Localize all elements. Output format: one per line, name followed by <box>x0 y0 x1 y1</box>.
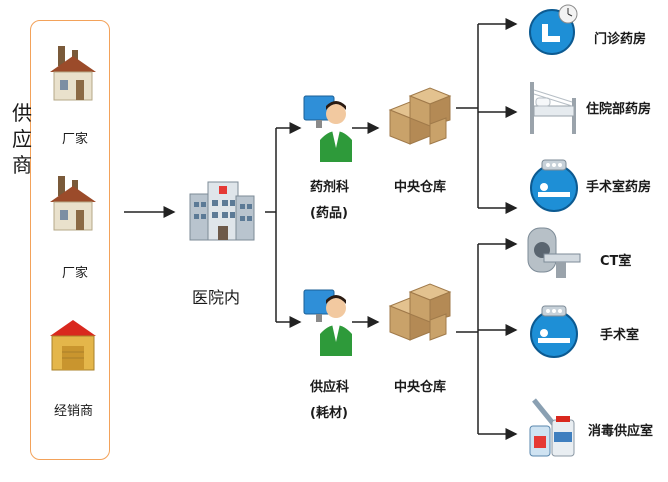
pharmacist-icon <box>303 95 352 162</box>
surgery-icon <box>530 305 578 358</box>
supplier-label-3: 经销商 <box>54 404 94 419</box>
factory-icon <box>50 176 96 231</box>
supplier-label-2: 厂家 <box>62 266 89 281</box>
department-2-name: 供应科 <box>310 380 350 395</box>
department-1-name: 药剂科 <box>310 180 350 195</box>
medicine-icon <box>529 398 575 457</box>
factory-icon <box>50 46 96 101</box>
arrow-hospital-fork <box>265 128 277 322</box>
warehouse-2-label: 中央仓库 <box>394 380 447 395</box>
surgery-icon <box>530 159 578 212</box>
destination-4-label: CT室 <box>600 254 632 269</box>
boxes-icon <box>388 283 452 341</box>
destination-6-label: 消毒供应室 <box>588 424 654 439</box>
hospital-building-icon <box>189 181 255 241</box>
supplier-group-box <box>30 20 110 460</box>
hospital-bed-icon <box>530 82 576 134</box>
outpatient-icon <box>529 4 578 55</box>
department-2-sub: (耗材) <box>310 406 348 421</box>
destination-3-label: 手术室药房 <box>586 180 652 195</box>
arrow-warehouse2-fork <box>456 244 479 434</box>
arrow-warehouse1-fork <box>456 24 479 208</box>
warehouse-1-label: 中央仓库 <box>394 180 447 195</box>
supplier-title: 供应商 <box>12 101 32 177</box>
boxes-icon <box>388 87 452 145</box>
destination-2-label: 住院部药房 <box>586 102 652 117</box>
ct-scanner-icon <box>527 227 581 278</box>
warehouse-icon <box>50 320 96 371</box>
department-1-sub: (药品) <box>310 206 348 221</box>
destination-1-label: 门诊药房 <box>594 32 647 47</box>
supply-clerk-icon <box>303 289 352 356</box>
hospital-label: 医院内 <box>192 288 241 307</box>
supplier-label-1: 厂家 <box>62 132 89 147</box>
destination-5-label: 手术室 <box>600 328 640 343</box>
